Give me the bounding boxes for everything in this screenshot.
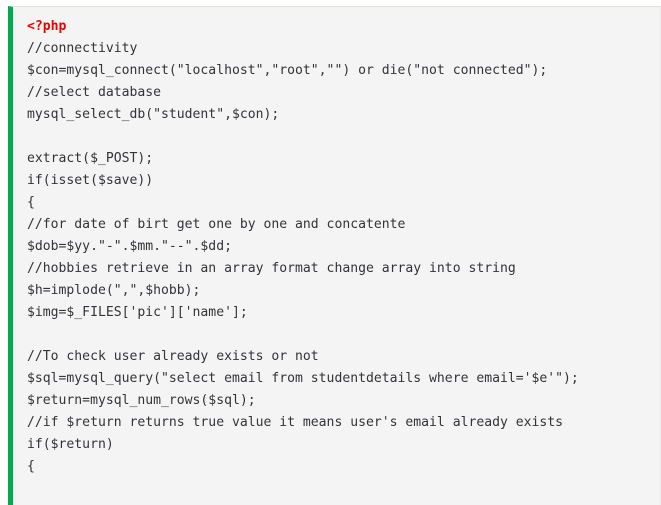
code-line-blank	[27, 324, 660, 346]
code-line: if($return)	[27, 437, 114, 452]
code-line: //hobbies retrieve in an array format ch…	[27, 261, 516, 276]
code-line: //To check user already exists or not	[27, 349, 319, 364]
code-line-blank	[27, 126, 660, 148]
code-line: extract($_POST);	[27, 151, 154, 166]
code-line: mysql_select_db("student",$con);	[27, 107, 280, 122]
php-code-block: <?php //connectivity $con=mysql_connect("l…	[8, 6, 661, 505]
code-line: if(isset($save))	[27, 173, 154, 188]
code-line-list: <?php //connectivity $con=mysql_connect("l…	[27, 16, 660, 478]
code-line: $con=mysql_connect("localhost","root",""…	[27, 63, 548, 78]
code-line: {	[27, 459, 35, 474]
code-line: $sql=mysql_query("select email from stud…	[27, 371, 579, 386]
code-line: {	[27, 195, 35, 210]
code-line: $img=$_FILES['pic']['name'];	[27, 305, 248, 320]
code-line: $dob=$yy."-".$mm."--".$dd;	[27, 239, 232, 254]
code-line: $return=mysql_num_rows($sql);	[27, 393, 256, 408]
code-line: //select database	[27, 85, 162, 100]
code-line: <?php	[27, 19, 67, 34]
code-line: //for date of birt get one by one and co…	[27, 217, 406, 232]
code-line: //connectivity	[27, 41, 138, 56]
code-line: $h=implode(",",$hobb);	[27, 283, 201, 298]
code-line: //if $return returns true value it means…	[27, 415, 564, 430]
